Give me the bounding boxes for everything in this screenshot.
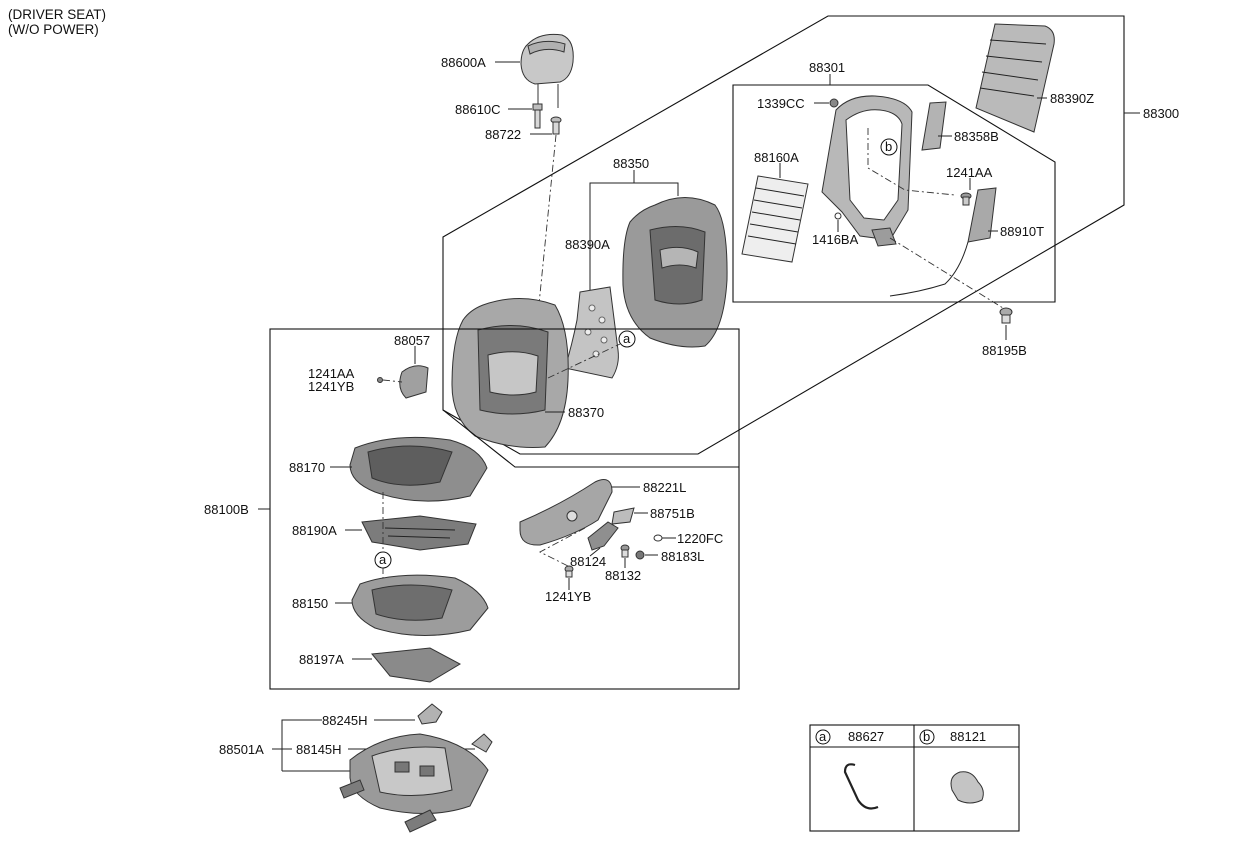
screw-1220fc (653, 534, 663, 542)
screw-1241yb-bottom (564, 565, 574, 578)
label-88370: 88370 (568, 405, 604, 420)
back-board-88390z (975, 23, 1055, 133)
callout-a-cushion: a (374, 551, 392, 569)
side-shield-88221l (519, 479, 613, 546)
label-88100b: 88100B (204, 502, 249, 517)
legend-b-part: 88121 (950, 729, 986, 744)
seat-track-frame-88501a (339, 733, 489, 833)
bolt-88195b (999, 307, 1013, 324)
label-88245h: 88245H (322, 713, 368, 728)
label-88183l: 88183L (661, 549, 704, 564)
label-88600a: 88600A (441, 55, 486, 70)
label-88301: 88301 (809, 60, 845, 75)
headrest-guide-88610c (532, 103, 543, 129)
headrest-part (520, 33, 574, 108)
back-panel-88390a (564, 286, 619, 379)
callout-b: b (880, 138, 898, 156)
clip-1416ba (834, 212, 842, 220)
seatback-wire-88160a (741, 175, 809, 263)
grommet-1339cc (829, 98, 839, 108)
heater-88190a (361, 515, 477, 551)
label-88501a: 88501A (219, 742, 264, 757)
clip-88121-icon (950, 771, 984, 804)
label-88910t: 88910T (1000, 224, 1044, 239)
leader-88124 (589, 547, 601, 557)
screw-1241aa-left (377, 377, 383, 383)
headrest-guide-88722 (550, 116, 562, 135)
knob-88183l (635, 550, 645, 560)
centerline-callout-b (867, 128, 956, 196)
bolt-1241aa-top (960, 192, 972, 206)
side-cover-box-edge (442, 409, 739, 468)
label-88722: 88722 (485, 127, 521, 142)
back-cover-88370 (451, 298, 569, 448)
centerline-88195b (889, 237, 1004, 309)
legend-b-letter: b (923, 729, 930, 744)
label-88132: 88132 (605, 568, 641, 583)
header-line-2: (W/O POWER) (8, 22, 99, 37)
back-cushion-pad-88350 (622, 197, 728, 348)
lever-88124 (587, 521, 619, 551)
frame-subassembly-outline (732, 84, 1056, 303)
legend-a-part: 88627 (848, 729, 884, 744)
legend-table: a 88627 b 88121 (809, 724, 1020, 832)
label-88350: 88350 (613, 156, 649, 171)
cushion-cover-88170 (349, 436, 488, 502)
label-1241yb-bottom: 1241YB (545, 589, 591, 604)
callout-a-back: a (618, 330, 636, 348)
centerline-88057 (382, 379, 403, 383)
bracket-88501a-top (281, 719, 322, 771)
bracket-88245h (417, 703, 443, 725)
label-88057: 88057 (394, 333, 430, 348)
label-88190a: 88190A (292, 523, 337, 538)
seatback-frame-88301 (821, 95, 913, 247)
callout-a-cushion-letter: a (379, 552, 387, 567)
label-88221l: 88221L (643, 480, 686, 495)
airbag-88910t (889, 187, 997, 297)
label-88358b: 88358B (954, 129, 999, 144)
bolt-88132 (620, 544, 630, 558)
label-88124: 88124 (570, 554, 606, 569)
callout-b-letter: b (885, 139, 892, 154)
label-1241aa-top: 1241AA (946, 165, 993, 180)
label-1339cc: 1339CC (757, 96, 805, 111)
centerline-headrest (537, 134, 557, 315)
label-1220fc: 1220FC (677, 531, 723, 546)
header-line-1: (DRIVER SEAT) (8, 7, 107, 22)
trim-88358b (921, 101, 947, 151)
label-88197a: 88197A (299, 652, 344, 667)
diagram-header: (DRIVER SEAT) (W/O POWER) (8, 7, 106, 37)
wire-clip-88627-icon (843, 763, 879, 810)
label-88195b: 88195B (982, 343, 1027, 358)
cover-88057 (399, 365, 429, 399)
label-88390z: 88390Z (1050, 91, 1094, 106)
panel-88197a (371, 647, 462, 683)
label-88170: 88170 (289, 460, 325, 475)
centerline-side-shield (539, 527, 586, 567)
label-1241aa-left: 1241AA (308, 366, 355, 381)
label-88150: 88150 (292, 596, 328, 611)
callout-a-back-letter: a (623, 331, 631, 346)
label-88390a: 88390A (565, 237, 610, 252)
label-88610c: 88610C (455, 102, 501, 117)
cover-88751b (611, 507, 635, 525)
label-1416ba: 1416BA (812, 232, 859, 247)
centerline-callout-a-back (547, 343, 621, 379)
label-88300: 88300 (1143, 106, 1179, 121)
legend-a-letter: a (819, 729, 827, 744)
backrest-assembly-outline (442, 15, 1125, 455)
label-88145h: 88145H (296, 742, 342, 757)
cushion-pad-88150 (351, 574, 489, 636)
bracket-88145h (471, 733, 493, 753)
label-1241yb-left: 1241YB (308, 379, 354, 394)
label-88751b: 88751B (650, 506, 695, 521)
label-88160a: 88160A (754, 150, 799, 165)
